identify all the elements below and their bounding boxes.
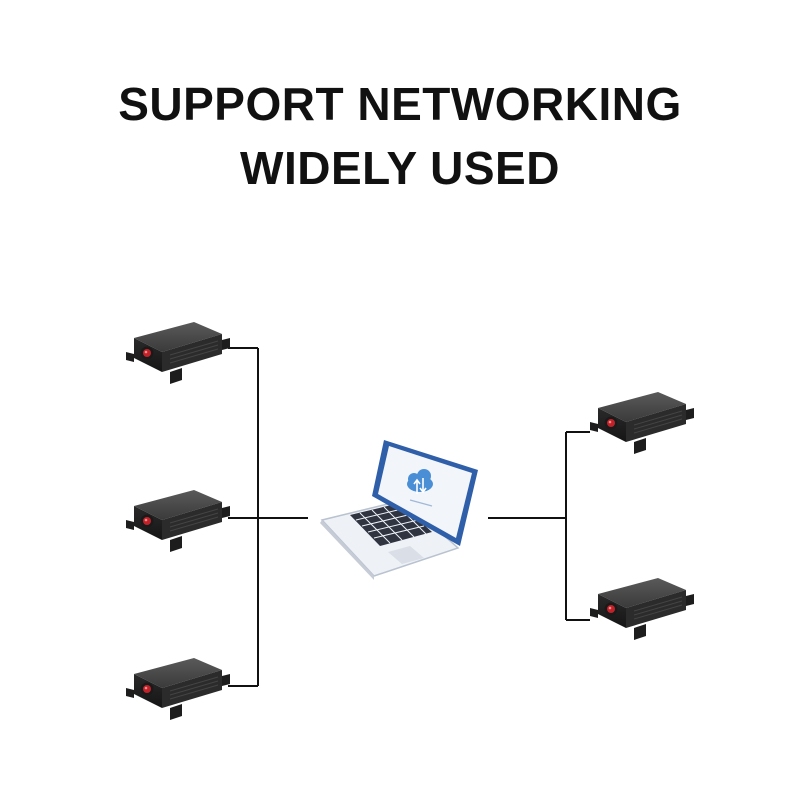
sensor-device-icon	[589, 577, 695, 641]
connection-lines	[228, 347, 590, 687]
page-title: SUPPORT NETWORKING WIDELY USED	[0, 72, 800, 200]
sensor-device-icon	[125, 489, 231, 553]
title-line-1: SUPPORT NETWORKING	[118, 78, 682, 130]
sensor-device-icon	[589, 391, 695, 455]
title-line-2: WIDELY USED	[240, 142, 560, 194]
sensor-device-icon	[125, 321, 231, 385]
laptop-cloud-sync-icon	[320, 440, 478, 580]
sensor-device-icon	[125, 657, 231, 721]
